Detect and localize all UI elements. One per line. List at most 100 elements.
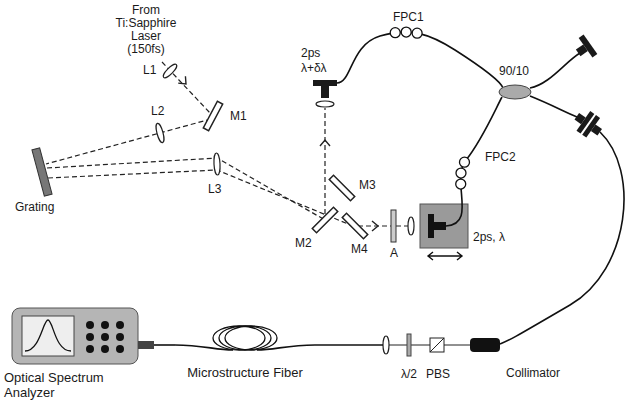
part-label: M4 <box>350 242 369 257</box>
travel-arrow <box>428 252 462 260</box>
lens <box>383 336 389 354</box>
beam <box>48 170 353 226</box>
mirror <box>329 175 354 200</box>
part-label: PBS <box>425 367 451 382</box>
fiber-connector-pair <box>570 106 607 142</box>
part-label: M3 <box>358 178 377 193</box>
beam-direction <box>178 76 378 231</box>
cube <box>430 338 444 352</box>
free-space-beam <box>46 62 408 226</box>
paddle <box>401 27 411 37</box>
connector <box>591 124 602 135</box>
part-label: FPC2 <box>484 150 517 165</box>
fiber-loop <box>225 326 277 350</box>
button <box>101 321 109 329</box>
fiber <box>500 132 624 344</box>
beam <box>324 108 325 214</box>
connector <box>434 222 446 230</box>
half-wave-plate <box>407 334 411 356</box>
beam <box>162 62 211 114</box>
button <box>86 345 94 353</box>
lens <box>316 101 334 107</box>
part-label: Collimator <box>505 366 561 381</box>
button <box>101 333 109 341</box>
chevron <box>320 140 330 146</box>
fibers <box>315 32 624 345</box>
mirror <box>203 101 222 130</box>
stage <box>420 204 468 248</box>
beam <box>47 158 325 220</box>
part-label: 2ps, λ <box>472 230 506 245</box>
grating <box>32 148 52 196</box>
chevron <box>178 76 189 87</box>
node-label: Microstructure Fiber <box>175 365 315 380</box>
spectrum-analyzer: Optical Spectrum Analyzer <box>4 305 154 400</box>
connector <box>428 214 434 238</box>
cube-diagonal <box>430 338 444 352</box>
lens <box>408 217 414 235</box>
lens <box>213 153 220 175</box>
chevron <box>372 221 378 231</box>
optical-fiber <box>154 344 175 346</box>
paddle <box>390 28 400 38</box>
part-label: A <box>389 246 399 261</box>
fiber-coil: Microstructure Fiber <box>175 318 315 380</box>
lenses <box>155 63 414 354</box>
part-label: L1 <box>142 63 157 78</box>
part-label: λ/2 <box>400 367 418 382</box>
fiber-coupler <box>499 85 531 99</box>
part-label: M2 <box>294 236 313 251</box>
collimator <box>470 338 500 352</box>
connector <box>321 86 329 98</box>
button <box>86 333 94 341</box>
attenuator <box>391 210 396 242</box>
fiber-lead <box>175 345 233 350</box>
part-label: From Ti:Sapphire Laser (150fs) <box>110 4 182 56</box>
polarization-controller <box>456 157 470 189</box>
paddle <box>456 179 466 189</box>
input-port <box>138 341 154 349</box>
fiber <box>337 32 503 88</box>
connector <box>579 34 598 57</box>
fiber-lead <box>257 345 315 350</box>
paddle <box>456 168 466 178</box>
mirror <box>312 207 337 232</box>
part-label: 2ps λ+δλ <box>300 46 342 76</box>
button <box>116 345 124 353</box>
beam <box>396 225 408 226</box>
beam <box>46 119 211 164</box>
paddle <box>459 157 469 167</box>
polarization-controller <box>390 27 422 38</box>
button <box>116 333 124 341</box>
spectrum-analyzer-art <box>4 305 154 367</box>
fiber <box>530 53 580 88</box>
screen <box>22 316 74 356</box>
lens <box>162 63 179 80</box>
fiber <box>530 96 577 117</box>
part-label: M1 <box>229 109 248 124</box>
fiber-loop <box>213 326 265 350</box>
part-label: 90/10 <box>498 64 530 79</box>
beam <box>358 225 391 226</box>
part-label: L3 <box>207 182 222 197</box>
lens <box>155 123 166 144</box>
node-label: Optical Spectrum Analyzer <box>4 370 122 400</box>
instrument-case <box>12 308 138 364</box>
part-label: L2 <box>150 104 165 119</box>
fiber <box>315 344 383 346</box>
part-label: FPC1 <box>392 10 425 25</box>
part-label: Grating <box>14 200 55 215</box>
mirror <box>342 213 367 238</box>
fiber-coil-art <box>175 318 315 362</box>
mirrors <box>203 101 367 238</box>
spectrum-trace <box>25 320 71 351</box>
button <box>101 345 109 353</box>
fiber-connector <box>313 80 337 98</box>
fiber-loop <box>219 326 271 350</box>
connector <box>313 80 337 86</box>
button <box>86 321 94 329</box>
translation-stage <box>420 204 468 260</box>
button <box>116 321 124 329</box>
fiber-connector <box>571 34 597 62</box>
